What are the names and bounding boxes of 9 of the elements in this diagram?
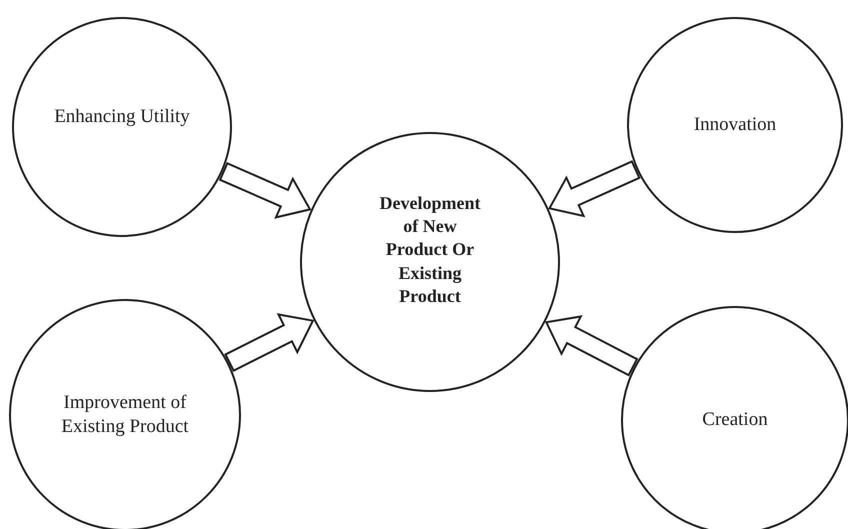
node-label: Innovation bbox=[694, 113, 776, 137]
block-arrow bbox=[218, 162, 312, 219]
block-arrow bbox=[548, 160, 641, 218]
block-arrow bbox=[224, 313, 314, 372]
block-arrow bbox=[544, 315, 638, 376]
node-label: Creation bbox=[702, 408, 768, 432]
node-label: Development of New Product Or Existing Product bbox=[378, 192, 482, 308]
node-label: Enhancing Utility bbox=[54, 105, 190, 129]
node-label: Improvement of Existing Product bbox=[60, 391, 190, 439]
